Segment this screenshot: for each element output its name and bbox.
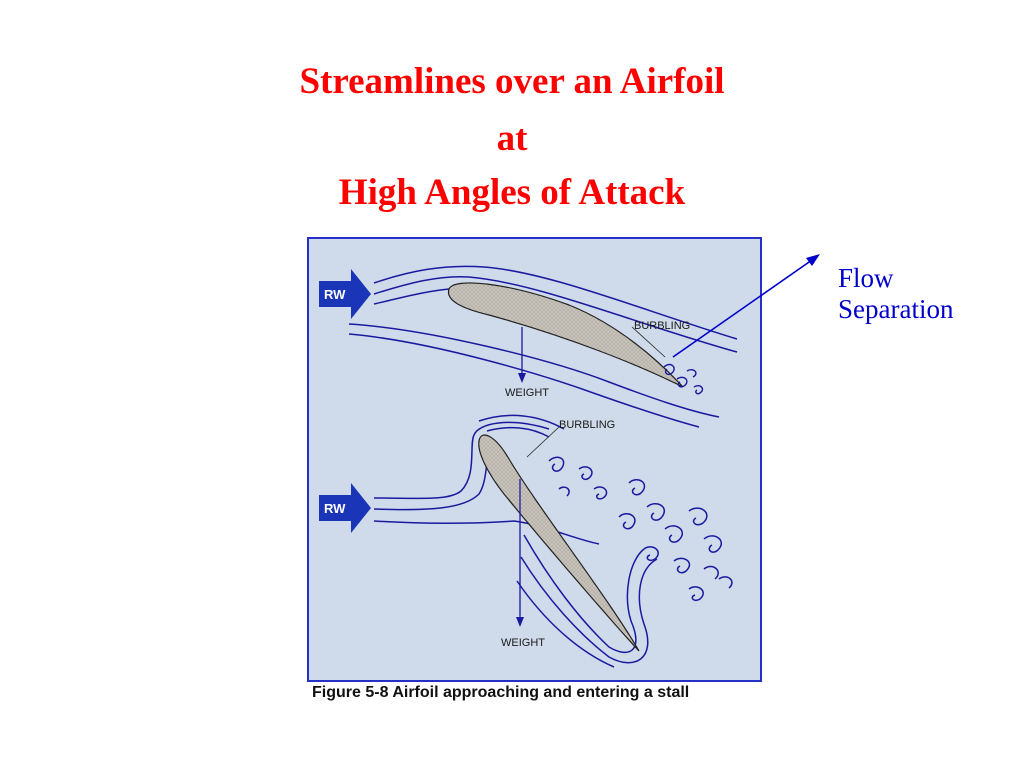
- lower-wind-arrow: RW: [319, 483, 371, 533]
- upper-panel: RW BURBLING: [319, 265, 738, 428]
- airfoil-stall-figure: RW BURBLING: [307, 237, 762, 682]
- flow-separation-callout: Flow Separation: [838, 263, 953, 325]
- lower-burbling-swirls: [548, 456, 733, 602]
- upper-weight-label: WEIGHT: [505, 387, 549, 399]
- callout-line-1: Flow: [838, 263, 894, 293]
- upper-streamlines: [348, 265, 738, 428]
- upper-burbling-label: BURBLING: [634, 320, 690, 332]
- lower-weight-label: WEIGHT: [501, 637, 545, 649]
- slide-title-line-1: Streamlines over an Airfoil: [299, 61, 725, 102]
- lower-burbling-label: BURBLING: [559, 419, 615, 431]
- slide-title-line-2: at: [496, 118, 528, 159]
- lower-streamlines: [373, 414, 658, 668]
- upper-weight-arrow: [518, 327, 526, 383]
- lower-weight-arrow: [516, 479, 524, 627]
- lower-airfoil: [478, 434, 640, 652]
- lower-wind-label: RW: [324, 501, 346, 516]
- upper-burbling-swirls: [663, 363, 704, 395]
- callout-line-2: Separation: [838, 294, 954, 324]
- upper-wind-arrow: RW: [319, 269, 371, 319]
- lower-panel: RW: [319, 414, 733, 668]
- slide-title-line-3: High Angles of Attack: [338, 172, 686, 213]
- figure-caption: Figure 5-8 Airfoil approaching and enter…: [312, 684, 690, 701]
- upper-wind-label: RW: [324, 287, 346, 302]
- airfoil-diagram: RW BURBLING: [319, 265, 738, 668]
